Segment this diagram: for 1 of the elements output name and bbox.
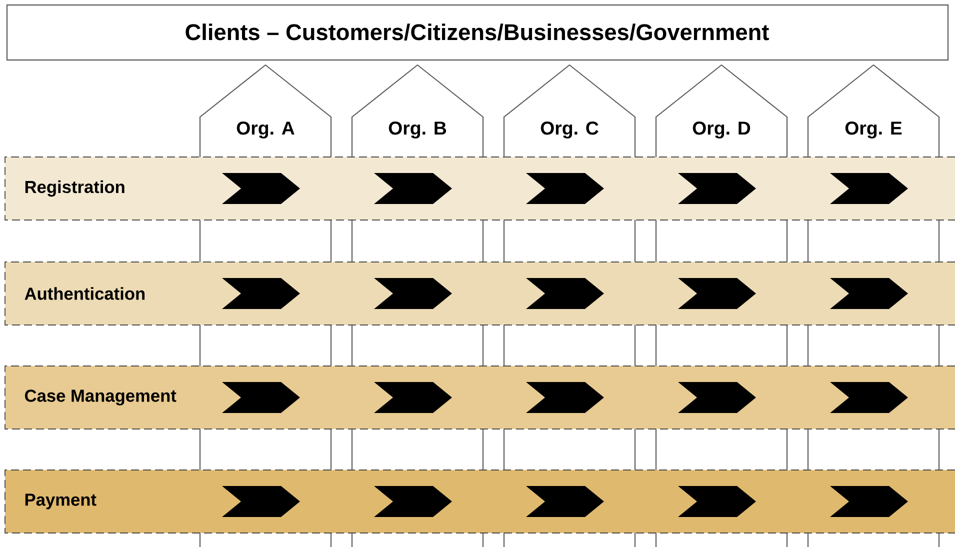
header-box: Clients – Customers/Citizens/Businesses/Government (6, 4, 949, 61)
